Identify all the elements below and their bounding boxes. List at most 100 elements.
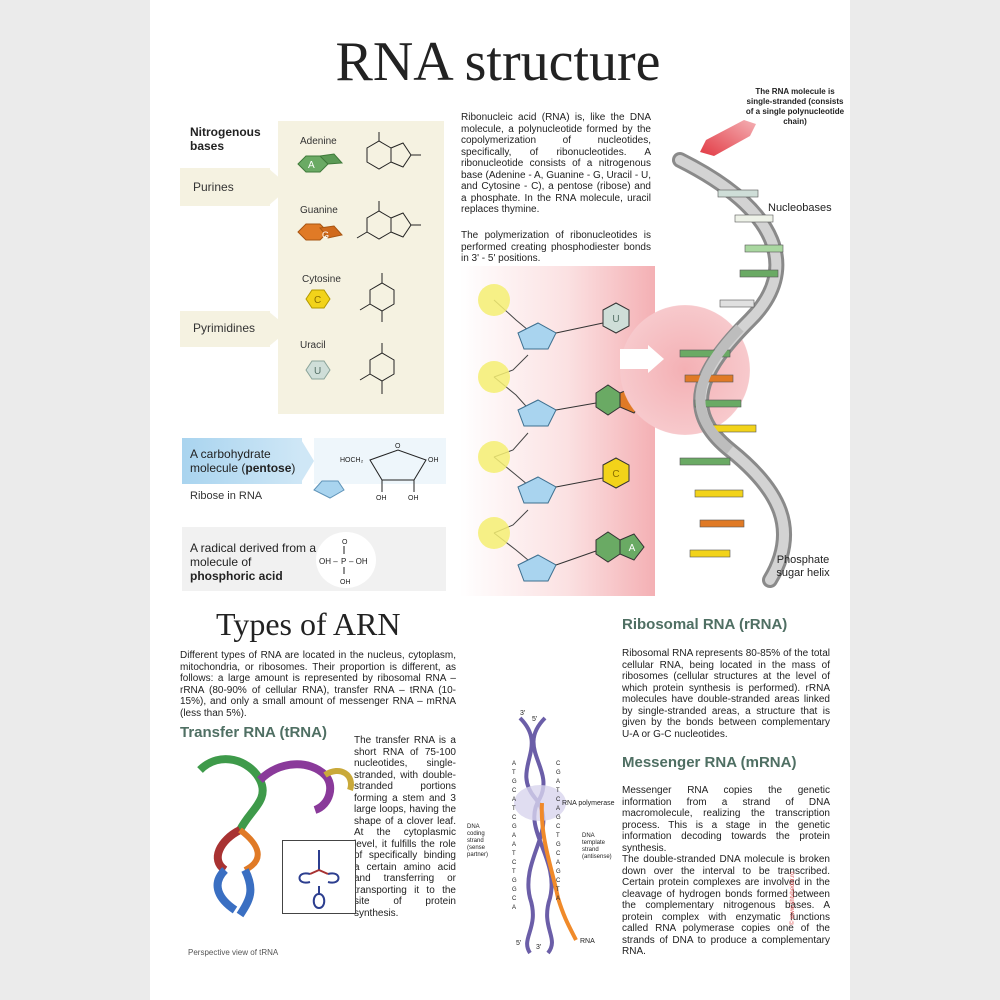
svg-text:A: A — [629, 543, 636, 554]
zoom-arrow — [620, 345, 664, 373]
uracil-formula — [359, 343, 395, 394]
purines-arrow — [268, 168, 290, 206]
watermark: © www.shtvbeder.ro — [790, 871, 796, 925]
adenine-label: Adenine — [300, 136, 337, 147]
rrna-text: Ribosomal RNA represents 80-85% of the t… — [622, 648, 830, 740]
ribose-rings — [517, 322, 557, 582]
phosphate-circle — [316, 532, 376, 588]
svg-text:C: C — [314, 295, 321, 306]
pentose-arrow — [300, 438, 314, 484]
pentose-label: A carbohydrate molecule (pentose) — [190, 447, 296, 475]
cytosine-formula — [359, 273, 395, 322]
trna-3d-model — [197, 755, 354, 918]
nucleobases-label: Nucleobases — [768, 202, 832, 214]
uracil-label: Uracil — [300, 340, 326, 351]
phosphate-label: A radical derived from a molecule of pho… — [190, 541, 317, 583]
pyrimidines-band — [180, 311, 270, 347]
strand-base: C — [512, 860, 517, 866]
helix-arrow — [700, 120, 756, 156]
rna-polymerase-label: RNA polymerase — [562, 800, 615, 807]
strand-base: A — [512, 905, 517, 911]
trna-caption: Perspective view of tRNA — [188, 948, 279, 957]
mrna-title: Messenger RNA (mRNA) — [622, 754, 797, 771]
nucleotide-chain: U G C A — [478, 284, 645, 582]
strand-base: C — [556, 761, 561, 767]
svg-text:O: O — [395, 443, 401, 450]
svg-text:U: U — [314, 366, 321, 377]
strand-base: G — [556, 869, 561, 875]
strand-base: A — [556, 779, 561, 785]
svg-text:OH: OH — [340, 579, 351, 586]
guanine-label: Guanine — [300, 205, 338, 216]
strand-base: G — [512, 824, 517, 830]
strand-base: T — [512, 869, 516, 875]
strand-base: A — [512, 761, 517, 767]
chain-backbone — [493, 299, 535, 566]
strand-base: T — [556, 833, 560, 839]
bases-heading: Nitrogenous bases — [190, 125, 261, 153]
strand-base: C — [556, 797, 561, 803]
tx-five-prime: 5' — [532, 716, 538, 723]
strand-base: C — [556, 878, 561, 884]
pyrimidines-arrow — [268, 311, 290, 347]
intro-paragraph-2: The polymerization of ribonucleotides is… — [461, 230, 651, 264]
purines-label: Purines — [193, 180, 234, 194]
page-title: RNA structure — [335, 31, 661, 93]
phosphate-formula: O OH – P – OH OH — [319, 539, 368, 586]
transcription-diagram — [514, 716, 578, 955]
strand-base: A — [512, 842, 517, 848]
rrna-title: Ribosomal RNA (rRNA) — [622, 616, 788, 633]
svg-text:A: A — [308, 160, 315, 171]
types-intro: Different types of RNA are located in th… — [180, 650, 456, 719]
svg-text:C: C — [612, 469, 619, 480]
svg-text:U: U — [612, 314, 619, 325]
cytosine-label: Cytosine — [302, 274, 341, 285]
strand-base: C — [512, 788, 517, 794]
strand-base: T — [556, 788, 560, 794]
svg-text:OH: OH — [408, 495, 419, 502]
phosphate-band — [182, 527, 446, 591]
strand-base: G — [512, 887, 517, 893]
svg-text:OH: OH — [376, 495, 387, 502]
svg-text:– OH: – OH — [349, 557, 368, 566]
strand-base: G — [512, 779, 517, 785]
cytosine-tile: C — [305, 289, 331, 309]
tx-three-prime: 3' — [520, 710, 526, 717]
poster: RNA structure Purines Pyrimidines Nitrog… — [150, 0, 850, 1000]
strand-base: C — [512, 815, 517, 821]
phosphate-groups — [478, 284, 510, 549]
trna-title: Transfer RNA (tRNA) — [180, 724, 327, 741]
ribose-formula: HOCH₂ O OH OH OH — [340, 443, 439, 502]
trna-cloverleaf-diagram — [282, 840, 356, 914]
types-title: Types of ARN — [216, 606, 401, 642]
svg-text:P: P — [341, 557, 346, 566]
strand-base: G — [512, 878, 517, 884]
strand-base: T — [512, 770, 516, 776]
svg-text:OH: OH — [428, 457, 439, 464]
intro-paragraph-1: Ribonucleic acid (RNA) is, like the DNA … — [461, 112, 651, 215]
strand-base: A — [556, 860, 561, 866]
pyrimidines-label: Pyrimidines — [193, 321, 256, 335]
strand-base: T — [556, 887, 560, 893]
guanine-formula — [356, 201, 421, 240]
rna-helix — [672, 152, 793, 588]
strand-base: A — [556, 896, 561, 902]
svg-text:OH –: OH – — [319, 557, 338, 566]
svg-text:HOCH₂: HOCH₂ — [340, 457, 364, 464]
rna-label: RNA — [580, 938, 595, 945]
strand-base: T — [512, 851, 516, 857]
strand-base: A — [512, 797, 517, 803]
strand-base: C — [556, 851, 561, 857]
phosphate-sugar-helix-label: Phosphate sugar helix — [776, 554, 830, 579]
strand-base: A — [556, 806, 561, 812]
strand-base: G — [556, 842, 561, 848]
pentose-band — [182, 438, 302, 484]
ribose-caption: Ribose in RNA — [190, 490, 263, 502]
tx-five-prime-bottom: 5' — [516, 940, 522, 947]
svg-text:O: O — [342, 539, 348, 546]
adenine-formula — [366, 132, 421, 170]
uracil-tile: U — [305, 360, 331, 380]
strand-base: T — [512, 806, 516, 812]
